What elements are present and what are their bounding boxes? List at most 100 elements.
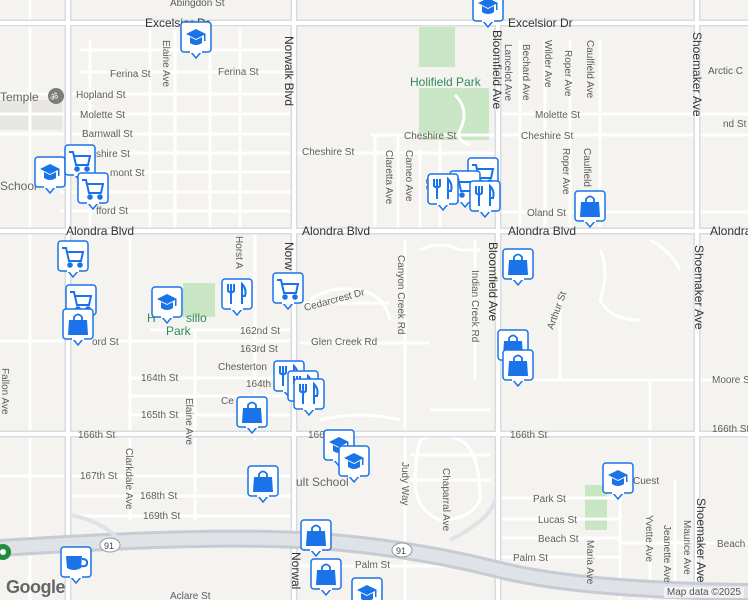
162nd-st-label: 162nd St bbox=[240, 326, 280, 337]
oland-st-label: Oland St bbox=[527, 208, 566, 219]
store-marker[interactable] bbox=[502, 349, 534, 387]
cheshire-st-label-west: shire St bbox=[96, 149, 130, 160]
lancelot-ave-label: Lancelot Ave bbox=[502, 44, 513, 102]
school-marker[interactable] bbox=[338, 445, 370, 483]
holifield-park-label[interactable]: Holifield Park bbox=[410, 75, 482, 89]
temple-label[interactable]: Temple bbox=[0, 90, 39, 104]
elaine-ave-label-north: Elaine Ave bbox=[160, 40, 171, 88]
cameo-ave-label: Cameo Ave bbox=[403, 150, 414, 202]
169th-st-label: 169th St bbox=[143, 511, 180, 522]
164th-st-label-west: 164th St bbox=[141, 373, 178, 384]
school-marker[interactable] bbox=[351, 577, 383, 600]
restaurant-marker[interactable] bbox=[293, 378, 325, 416]
shoemaker-ave-label-south: Shoemaker Ave bbox=[694, 498, 708, 583]
chaparral-ave-label: Chaparral Ave bbox=[440, 468, 451, 532]
restaurant-marker[interactable] bbox=[221, 278, 253, 316]
school-marker[interactable] bbox=[34, 156, 66, 194]
norwalk-blvd-label-south: Norwal bbox=[289, 552, 303, 589]
molette-st-label-east: Molette St bbox=[535, 110, 580, 121]
fallon-ave-label: Fallon Ave bbox=[0, 368, 10, 415]
166th-st-label-east: 166th St bbox=[510, 430, 547, 441]
caulfield-ave-label-north: Caulfield Ave bbox=[584, 40, 595, 99]
horst-ave-label: Horst A bbox=[233, 236, 244, 269]
bloomfield-ave-label-south: Bloomfield Ave bbox=[486, 242, 500, 321]
bloomfield-ave-label-north: Bloomfield Ave bbox=[490, 30, 504, 109]
elaine-ave-label-south: Elaine Ave bbox=[183, 398, 194, 446]
freeway-91 bbox=[0, 499, 748, 600]
claretta-ave-label: Claretta Ave bbox=[383, 150, 394, 205]
map-attribution[interactable]: Map data ©2025 bbox=[663, 587, 744, 598]
hwy-91-shield-east: 91 bbox=[391, 542, 413, 558]
moore-st-label: Moore S bbox=[712, 375, 748, 386]
alondra-blvd-label-east: Alondra Blvd bbox=[508, 224, 576, 238]
park-st-label: Park St bbox=[533, 494, 566, 505]
chesterton-label: Chesterton bbox=[218, 362, 267, 373]
school-marker[interactable] bbox=[180, 21, 212, 59]
store-marker[interactable] bbox=[62, 308, 94, 346]
maria-ave-label: Maria Ave bbox=[584, 540, 595, 585]
norwalk-blvd-label-north: Norwalk Blvd bbox=[282, 36, 296, 106]
store-marker[interactable] bbox=[310, 558, 342, 596]
ferina-st-label-2: Ferina St bbox=[218, 67, 259, 78]
clarkdale-ave-label: Clarkdale Ave bbox=[123, 448, 134, 510]
166-label-center: 166 bbox=[308, 430, 325, 441]
curved-streets bbox=[309, 93, 682, 522]
store-marker[interactable] bbox=[247, 465, 279, 503]
167th-st-label: 167th St bbox=[80, 471, 117, 482]
bechard-ave-label: Bechard Ave bbox=[520, 44, 531, 101]
svg-text:91: 91 bbox=[396, 546, 406, 556]
beach-label-east: Beach bbox=[717, 539, 745, 550]
holifield-park-area bbox=[419, 88, 489, 140]
school-marker[interactable] bbox=[151, 286, 183, 324]
cafe-marker[interactable] bbox=[60, 546, 92, 584]
nd-st-label: nd St bbox=[723, 119, 747, 130]
grocery-marker[interactable] bbox=[77, 172, 109, 210]
canyon-creek-rd-label: Canyon Creek Rd bbox=[395, 255, 406, 334]
left-park-area bbox=[183, 283, 215, 317]
store-marker[interactable] bbox=[574, 190, 606, 228]
wilder-ave-label: Wilder Ave bbox=[542, 40, 553, 88]
glen-creek-rd-label: Glen Creek Rd bbox=[311, 337, 377, 348]
google-logo: Google bbox=[6, 577, 66, 597]
palm-st-label-center: Palm St bbox=[513, 553, 548, 564]
ferina-st-label-1: Ferina St bbox=[110, 69, 151, 80]
park-left-label-3[interactable]: Park bbox=[166, 324, 192, 338]
ord-st-label: ord St bbox=[92, 337, 119, 348]
molette-st-label-west: Molette St bbox=[80, 110, 125, 121]
maurice-ave-label: Maurice Ave bbox=[681, 520, 692, 575]
cheshire-st-label-east-1: Cheshire St bbox=[404, 131, 456, 142]
alondra-blvd-label-far: Alondra bbox=[710, 224, 748, 238]
alondra-blvd-label-west: Alondra Blvd bbox=[66, 224, 134, 238]
lucas-st-label: Lucas St bbox=[538, 515, 577, 526]
hopland-st-label: Hopland St bbox=[76, 90, 126, 101]
cheshire-st-label-center: Cheshire St bbox=[302, 147, 354, 158]
holifield-park-area-north bbox=[419, 27, 455, 67]
ce-label: Ce bbox=[221, 396, 234, 407]
location-dot-icon[interactable] bbox=[0, 544, 11, 560]
165th-st-label: 165th St bbox=[141, 410, 178, 421]
temple-place-icon[interactable]: ॐ bbox=[48, 88, 64, 104]
store-marker[interactable] bbox=[236, 396, 268, 434]
grocery-marker[interactable] bbox=[272, 272, 304, 310]
judy-way-label: Judy Way bbox=[399, 462, 410, 506]
store-marker[interactable] bbox=[300, 519, 332, 557]
restaurant-marker[interactable] bbox=[427, 173, 459, 211]
166th-st-label-west: 166th St bbox=[78, 430, 115, 441]
store-marker[interactable] bbox=[502, 248, 534, 286]
school-marker[interactable] bbox=[602, 462, 634, 500]
school-bottom-label[interactable]: ult School bbox=[296, 475, 349, 489]
svg-text:91: 91 bbox=[104, 541, 114, 551]
166th-st-label-far-east: 166th St bbox=[712, 424, 748, 435]
excelsior-dr-label-east: Excelsior Dr bbox=[508, 16, 573, 30]
alondra-blvd-label-center: Alondra Blvd bbox=[302, 224, 370, 238]
restaurant-marker[interactable] bbox=[469, 180, 501, 218]
park-left-label-2[interactable]: sillo bbox=[186, 311, 207, 325]
park-left-label-1[interactable]: H bbox=[147, 311, 156, 325]
jeanette-ave-label: Jeanette Ave bbox=[661, 525, 672, 583]
school-left-label[interactable]: School bbox=[0, 179, 37, 193]
grocery-marker[interactable] bbox=[57, 240, 89, 278]
barnwall-st-label: Barnwall St bbox=[82, 129, 133, 140]
palm-st-label-south: Palm St bbox=[355, 560, 390, 571]
